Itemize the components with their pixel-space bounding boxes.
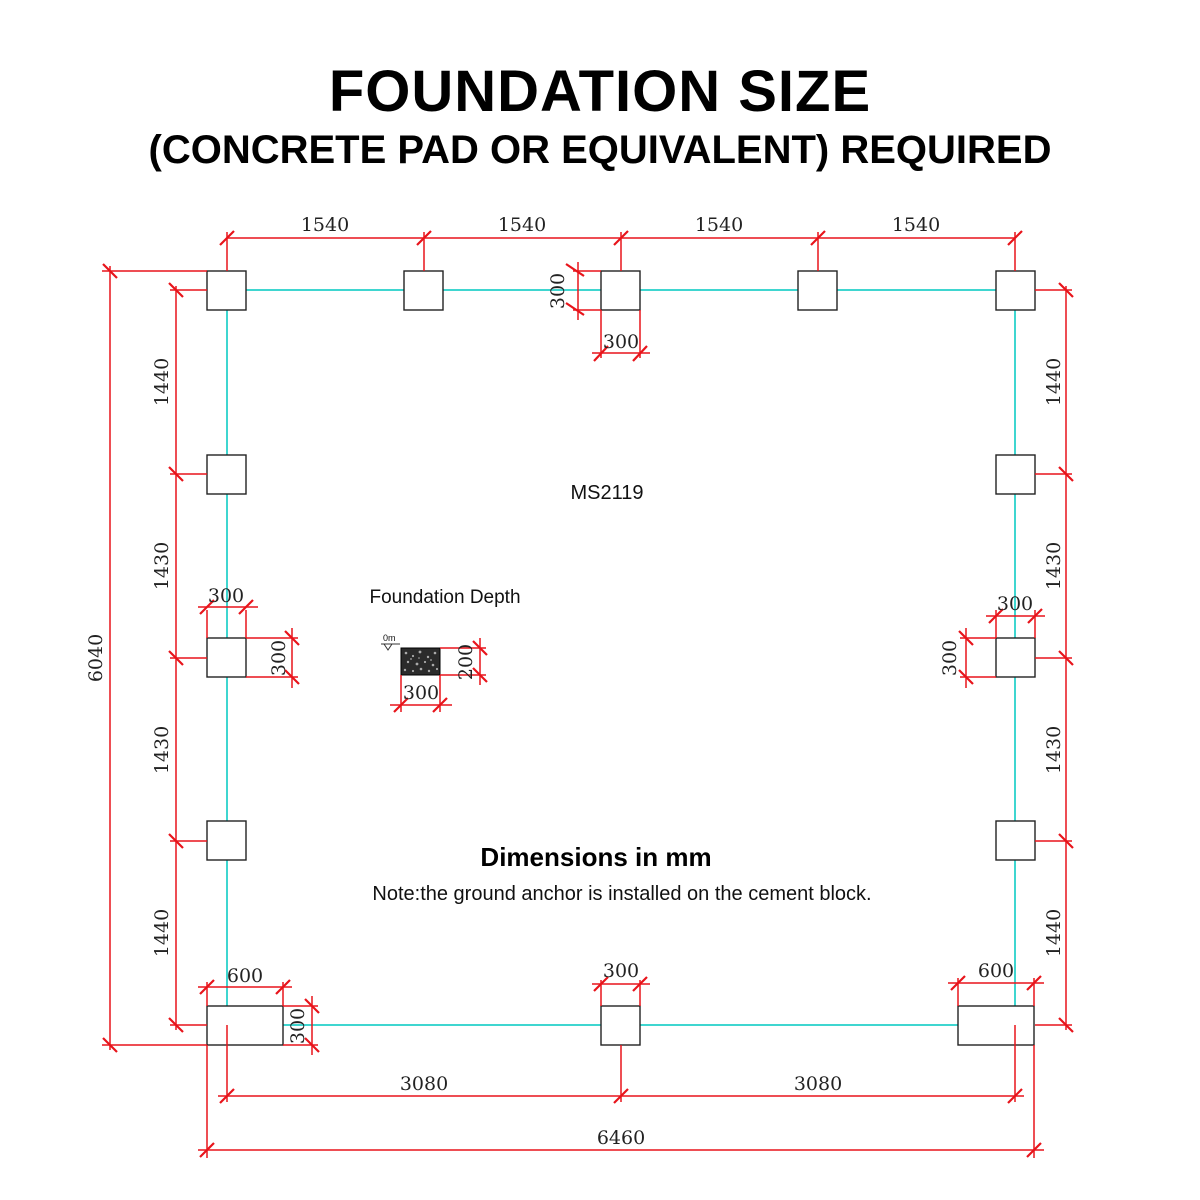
depth-label: 200 (455, 644, 477, 680)
bottom-right-pad-width-label: 600 (978, 960, 1014, 982)
bottom-middle-pad-callout (592, 976, 650, 1006)
pad-top-2 (403, 270, 444, 311)
left-dim-3: 1430 (151, 726, 173, 774)
pad-right-3 (995, 637, 1036, 678)
right-pad-width-label: 300 (997, 593, 1033, 615)
left-dim-1: 1440 (151, 358, 173, 406)
right-dim-2: 1430 (1043, 542, 1065, 590)
page-title: FOUNDATION SIZE (328, 59, 872, 124)
bottom-left-pad-height-label: 300 (287, 1008, 309, 1044)
units-label: Dimensions in mm (480, 842, 711, 872)
right-spacing-chain (1035, 282, 1074, 1033)
top-dim-2: 1540 (498, 214, 546, 236)
top-dim-3: 1540 (695, 214, 743, 236)
overall-width-label: 6460 (597, 1127, 645, 1149)
right-pad-height-label: 300 (939, 640, 961, 676)
pad-left-2 (206, 454, 247, 495)
depth-pad-width-label: 300 (403, 682, 439, 704)
overall-width-dim (198, 1045, 1044, 1158)
bottom-half-dim-1: 3080 (400, 1073, 448, 1095)
pad-top-1 (206, 270, 247, 311)
bottom-right-pad-callout (948, 975, 1044, 1006)
overall-height-label: 6040 (85, 634, 107, 682)
left-pad-height-label: 300 (268, 640, 290, 676)
bottom-left-pad-width-label: 600 (227, 965, 263, 987)
pad-bottom-left-wide (206, 1005, 284, 1046)
foundation-depth-detail (381, 638, 488, 713)
frame-outline (226, 289, 1016, 1026)
top-dim-1: 1540 (301, 214, 349, 236)
pad-left-3 (206, 637, 247, 678)
left-pad-size-callout (198, 599, 300, 688)
left-spacing-chain (168, 282, 207, 1033)
bottom-middle-pad-width-label: 300 (603, 960, 639, 982)
pad-bottom-middle (600, 1005, 641, 1046)
left-overall-height-dim (102, 263, 207, 1053)
left-dim-2: 1430 (151, 542, 173, 590)
depth-zero-label: 0m (383, 633, 396, 643)
pad-left-4 (206, 820, 247, 861)
pad-right-4 (995, 820, 1036, 861)
right-pad-size-callout (958, 608, 1045, 688)
right-dim-1: 1440 (1043, 358, 1065, 406)
left-dim-4: 1440 (151, 909, 173, 957)
pad-right-2 (995, 454, 1036, 495)
top-pad-width-label: 300 (603, 331, 639, 353)
left-pad-width-label: 300 (208, 585, 244, 607)
bottom-left-pad-callout (198, 979, 320, 1055)
right-dim-3: 1430 (1043, 726, 1065, 774)
bottom-half-chain (218, 1025, 1024, 1104)
top-dimension-chain (219, 230, 1023, 271)
top-dim-4: 1540 (892, 214, 940, 236)
foundation-depth-label: Foundation Depth (369, 587, 520, 608)
pad-top-3 (600, 270, 641, 311)
top-pad-size-callout (565, 262, 650, 362)
top-pad-height-label: 300 (547, 273, 569, 309)
right-dim-4: 1440 (1043, 909, 1065, 957)
model-label: MS2119 (570, 482, 643, 504)
bottom-half-dim-2: 3080 (794, 1073, 842, 1095)
pad-bottom-right-wide (957, 1005, 1035, 1046)
pad-top-5 (995, 270, 1036, 311)
pad-top-4 (797, 270, 838, 311)
ground-anchor-note: Note:the ground anchor is installed on t… (372, 883, 871, 905)
page-subtitle: (CONCRETE PAD OR EQUIVALENT) REQUIRED (148, 128, 1052, 172)
